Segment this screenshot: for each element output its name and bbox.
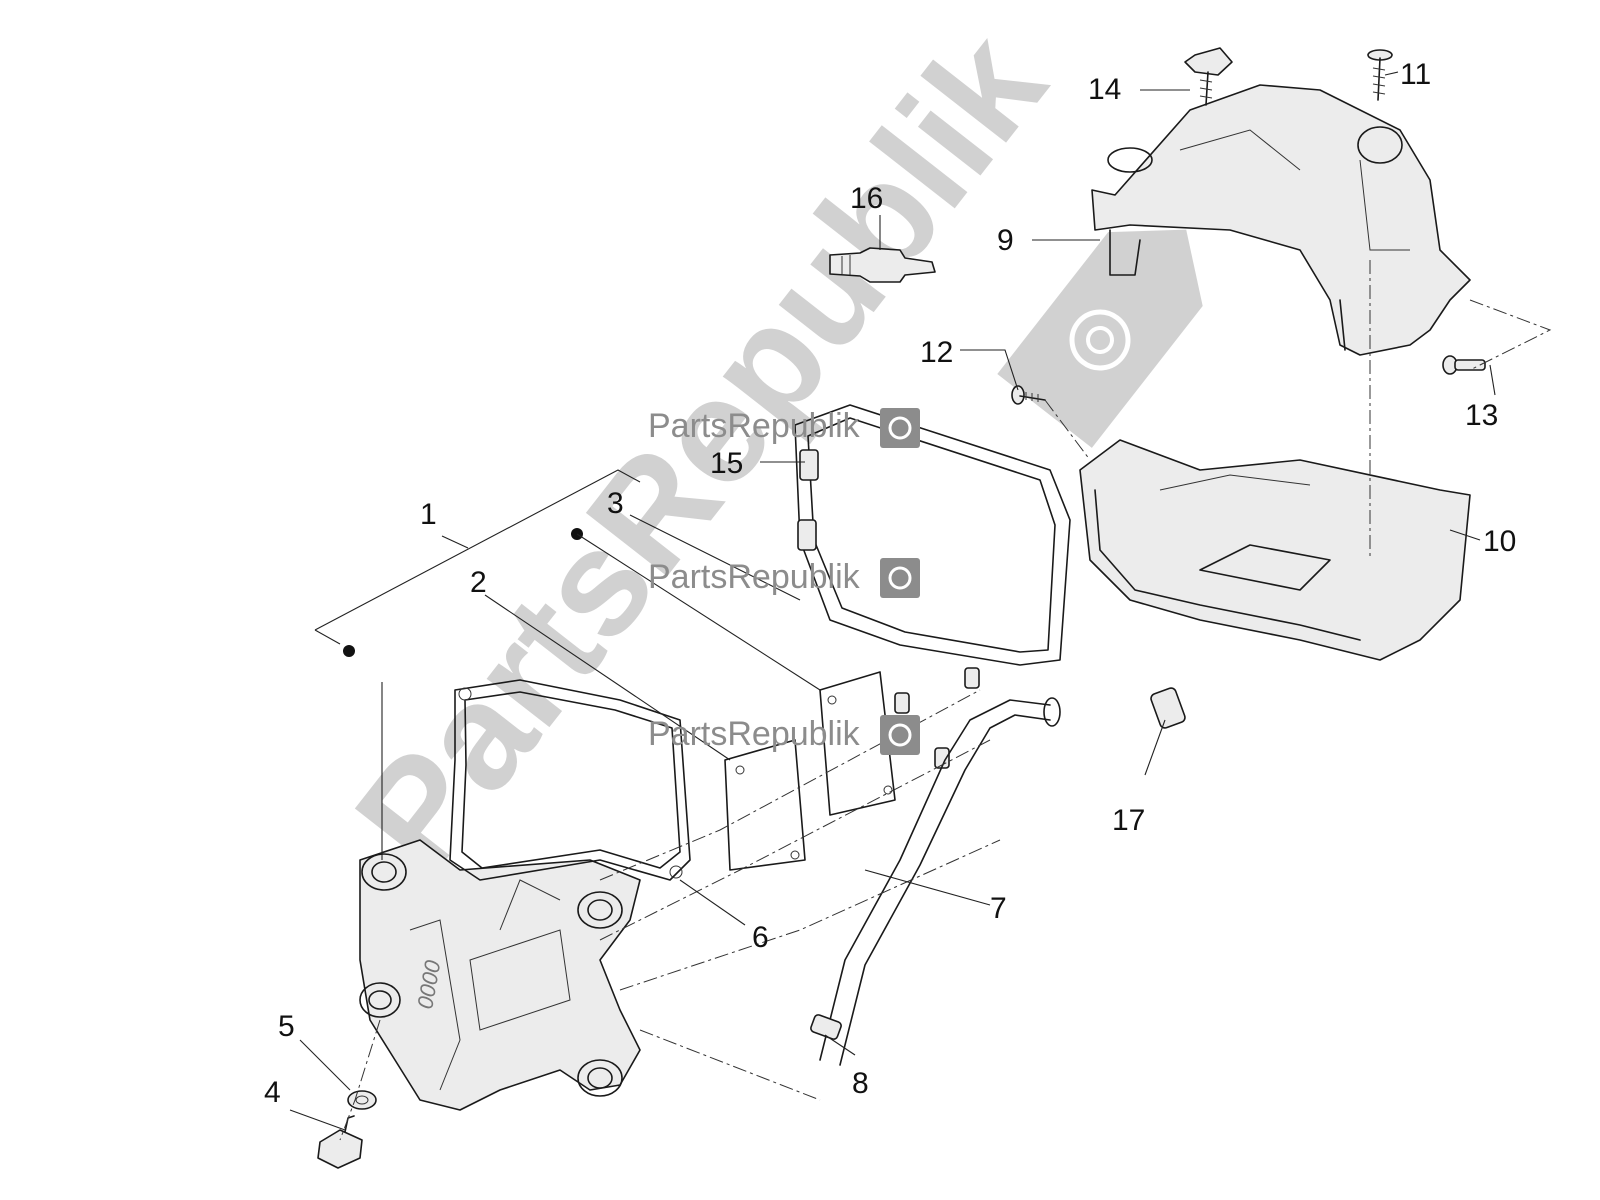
callout-2: 2: [470, 566, 487, 599]
group-bracket: [314, 469, 821, 860]
watermark-large: PartsRepublik: [323, 1, 1203, 900]
watermark-label-3: PartsRepublik: [648, 715, 920, 755]
callout-13: 13: [1465, 399, 1498, 432]
callout-11: 11: [1400, 58, 1431, 91]
gear-icon: [880, 408, 920, 448]
callout-7: 7: [990, 892, 1007, 925]
watermark-label-1: PartsRepublik: [648, 407, 920, 448]
watermark-large-text: PartsRepublik: [323, 1, 1077, 900]
assembly-lines: [339, 260, 1552, 1141]
callout-12: 12: [920, 336, 953, 369]
washer-5: [347, 1090, 377, 1110]
callout-4: 4: [264, 1076, 281, 1109]
air-filter-element: [794, 404, 1071, 666]
bullet-dot: [343, 645, 355, 657]
callout-15: 15: [710, 447, 743, 480]
callout-9: 9: [997, 224, 1014, 257]
knob-screw: [1184, 47, 1233, 106]
breather-hose: [819, 697, 1061, 1066]
callout-16: 16: [850, 182, 883, 215]
hose-clamp-8: [810, 1014, 842, 1040]
leader-lines: [289, 71, 1496, 1131]
gear-icon: [880, 558, 920, 598]
air-box-base: [1079, 439, 1471, 661]
callout-numbers: 1 2 3 4 5 6 7 8 9 10 11 12 13 14 15 16 1…: [264, 58, 1516, 1109]
plate-3: [819, 671, 896, 816]
bolt-4: [317, 1115, 363, 1169]
plate-2: [724, 739, 806, 871]
screw-11: [1367, 49, 1393, 101]
watermark-label-text: PartsRepublik: [648, 715, 861, 753]
callout-10: 10: [1483, 525, 1516, 558]
screw-12: [1011, 385, 1046, 405]
watermark-large-gear-icon: [997, 229, 1203, 448]
callout-6: 6: [752, 921, 769, 954]
bolt-13: [1442, 355, 1486, 375]
air-box-cover: [1091, 84, 1471, 356]
callout-14: 14: [1088, 73, 1121, 106]
callout-5: 5: [278, 1010, 295, 1043]
watermark-label-2: PartsRepublik: [648, 558, 920, 598]
watermark-label-text: PartsRepublik: [648, 407, 861, 445]
callout-3: 3: [607, 487, 624, 520]
gear-icon: [880, 715, 920, 755]
callout-1: 1: [420, 498, 437, 531]
callout-17: 17: [1112, 804, 1145, 837]
cylinder-head-cover: 0000: [359, 839, 641, 1111]
spark-plug: [829, 247, 936, 283]
callout-8: 8: [852, 1067, 869, 1100]
cover-gasket: [449, 679, 691, 881]
watermark-label-text: PartsRepublik: [648, 558, 861, 596]
hose-clamp-17: [1150, 687, 1186, 729]
